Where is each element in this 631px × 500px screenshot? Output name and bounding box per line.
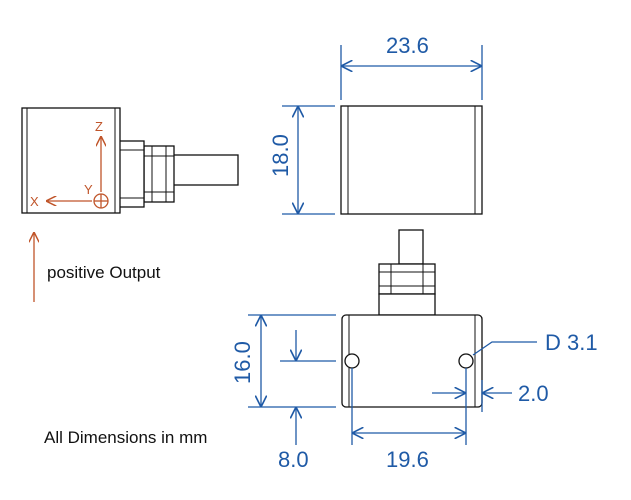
y-axis-into-page-icon <box>93 193 109 209</box>
y-axis-label: Y <box>84 182 93 197</box>
bottom-view: 16.0 8.0 19.6 2.0 D 3.1 <box>230 229 598 472</box>
width-dimension-label: 23.6 <box>386 33 429 58</box>
z-axis-label: Z <box>95 119 103 134</box>
hex-nut <box>143 145 175 203</box>
bottom-height-dimension-label: 16.0 <box>230 341 255 384</box>
bottom-connector <box>378 293 436 316</box>
hole-spacing-label: 19.6 <box>386 447 429 472</box>
bottom-hex-nut <box>378 263 436 295</box>
positive-output-label: positive Output <box>47 263 161 282</box>
sensor-body-side <box>21 107 121 214</box>
height-dimension-label: 18.0 <box>268 134 293 177</box>
x-axis-label: X <box>30 194 39 209</box>
sensor-body-bottom <box>341 314 483 408</box>
hole-diameter-leader <box>472 341 537 356</box>
units-note: All Dimensions in mm <box>44 428 207 447</box>
sensor-body-front <box>340 105 483 215</box>
hole-offset-label: 8.0 <box>278 447 309 472</box>
front-view: 23.6 18.0 <box>268 33 483 215</box>
cable <box>171 154 239 186</box>
mounting-hole-right <box>458 353 474 369</box>
mounting-hole-left <box>344 353 360 369</box>
edge-offset-label: 2.0 <box>518 381 549 406</box>
side-view: Z X Y positive Output <box>21 107 239 302</box>
connector-housing <box>118 140 145 208</box>
hole-diameter-label: D 3.1 <box>545 330 598 355</box>
cable-stub <box>398 229 424 265</box>
